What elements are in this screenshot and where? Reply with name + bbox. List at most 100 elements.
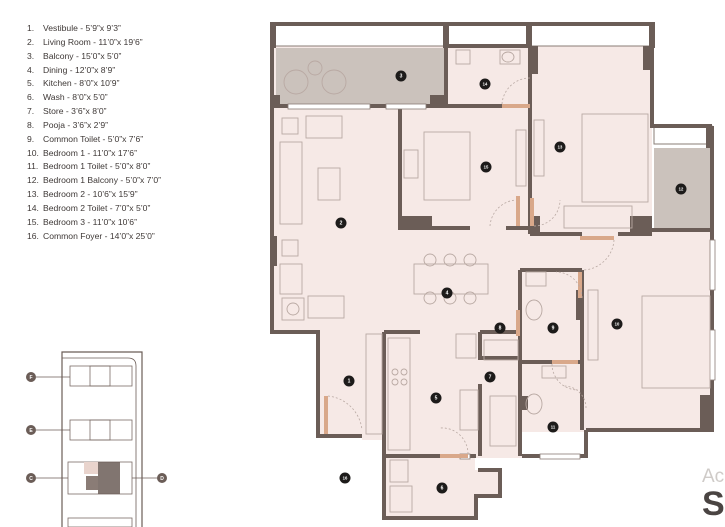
- doors: [324, 104, 614, 458]
- svg-text:15: 15: [484, 165, 489, 170]
- room-legend: 1. Vestibule - 5’9”x 9’3” 2.Living Room - …: [27, 22, 161, 244]
- legend-item: 16. Common Foyer - 14’0”x 25’0”: [27, 230, 161, 244]
- room-marker: 4: [441, 287, 453, 299]
- room-marker: 2: [335, 217, 347, 229]
- svg-text:9: 9: [552, 326, 555, 332]
- legend-item-label: Balcony - 15’0”x 5’0”: [43, 50, 122, 61]
- windows: [287, 103, 716, 460]
- legend-item: 10. Bedroom 1 - 11’0”x 17’6”: [27, 147, 161, 161]
- svg-text:12: 12: [679, 187, 684, 192]
- legend-item: 7. Store - 3’6”x 8’0”: [27, 105, 161, 119]
- key-plan-marker: E: [26, 425, 36, 435]
- legend-item-number: 7.: [27, 106, 35, 117]
- legend-item-number: 10.: [27, 147, 39, 158]
- key-plan-marker: F: [26, 372, 36, 382]
- legend-item-number: 13.: [27, 189, 39, 200]
- legend-item-label: Wash - 8’0”x 5’0”: [43, 92, 108, 103]
- legend-item: 9. Common Toilet - 5’0”x 7’6”: [27, 133, 161, 147]
- legend-item-label: Bedroom 2 Toilet - 7’0”x 5’0”: [43, 202, 151, 213]
- room-marker: 11: [547, 421, 559, 433]
- corner-big-text: S: [702, 485, 725, 523]
- legend-item-number: 3.: [27, 50, 35, 61]
- room-marker: 13: [554, 141, 566, 153]
- svg-text:1: 1: [348, 379, 351, 385]
- legend-item: 14. Bedroom 2 Toilet - 7’0”x 5’0”: [27, 202, 161, 216]
- svg-text:14: 14: [483, 82, 488, 87]
- svg-text:10: 10: [615, 322, 620, 327]
- svg-text:13: 13: [558, 145, 563, 150]
- room-marker: 12: [675, 183, 687, 195]
- legend-item-number: 1.: [27, 23, 35, 33]
- legend-item-number: 12.: [27, 175, 39, 186]
- room-marker: 5: [430, 392, 442, 404]
- legend-item-number: 5.: [27, 78, 35, 89]
- room-marker: 3: [395, 70, 407, 82]
- room-marker: 6: [436, 482, 448, 494]
- legend-item-label: Bedroom 3 - 11’0”x 10’6”: [43, 216, 137, 227]
- door-swings: [327, 77, 615, 455]
- svg-text:8: 8: [499, 326, 502, 332]
- legend-item: 6. Wash - 8’0”x 5’0”: [27, 91, 161, 105]
- svg-text:2: 2: [340, 221, 343, 227]
- svg-text:4: 4: [446, 291, 449, 297]
- top-strip: [271, 23, 653, 47]
- legend-item-number: 9.: [27, 133, 35, 144]
- svg-text:16: 16: [343, 476, 348, 481]
- room-marker: 9: [547, 322, 559, 334]
- legend-item-number: 8.: [27, 119, 35, 130]
- room-marker: 14: [479, 78, 491, 90]
- room-marker: 10: [611, 318, 623, 330]
- legend-item-number: 14.: [27, 202, 39, 213]
- legend-item-label: Bedroom 1 Balcony - 5’0”x 7’0”: [43, 175, 161, 186]
- key-plan: [36, 351, 158, 527]
- key-plan-markers: F E C D: [26, 372, 167, 483]
- legend-item: 5.Kitchen - 8’0”x 10’9”: [27, 77, 161, 91]
- room-marker: 16: [339, 472, 351, 484]
- room-marker: 1: [343, 375, 355, 387]
- room-marker: 8: [494, 322, 506, 334]
- legend-item: 1. Vestibule - 5’9”x 9’3”: [27, 22, 161, 36]
- legend-item-label: Common Foyer - 14’0”x 25’0”: [43, 230, 155, 241]
- svg-text:C: C: [29, 476, 33, 482]
- svg-text:F: F: [29, 375, 32, 381]
- legend-item: 13. Bedroom 2 - 10’6”x 15’9”: [27, 188, 161, 202]
- legend-item-number: 2.: [27, 36, 35, 47]
- legend-item-number: 15.: [27, 216, 39, 227]
- corner-small-text: Ac: [702, 466, 725, 487]
- legend-item: 11.Bedroom 1 Toilet - 5’0”x 8’0”: [27, 160, 161, 174]
- legend-item: 8. Pooja - 3’6”x 2’9”: [27, 119, 161, 133]
- key-plan-marker: C: [26, 473, 36, 483]
- svg-text:7: 7: [489, 375, 492, 381]
- balcony-3: [276, 48, 444, 105]
- balcony-12-band: [653, 125, 713, 145]
- room-marker: 15: [480, 161, 492, 173]
- legend-item-label: Bedroom 1 - 11’0”x 17’6”: [43, 147, 137, 158]
- svg-text:D: D: [160, 476, 164, 482]
- legend-item-label: Bedroom 2 - 10’6”x 15’9”: [43, 189, 138, 200]
- wall-blocks: [270, 22, 712, 429]
- legend-item-label: Common Toilet - 5’0”x 7’6”: [43, 133, 144, 144]
- legend-item-label: Vestibule - 5’9”x 9’3”: [43, 23, 121, 33]
- legend-item-label: Dining - 12’0”x 8’9”: [43, 64, 116, 75]
- legend-item-label: Pooja - 3’6”x 2’9”: [43, 119, 108, 130]
- room-marker: 7: [484, 371, 496, 383]
- key-plan-marker: D: [157, 473, 167, 483]
- legend-item-number: 16.: [27, 230, 39, 241]
- furniture: [279, 49, 711, 513]
- svg-text:3: 3: [400, 74, 403, 80]
- svg-text:11: 11: [551, 425, 556, 430]
- svg-text:6: 6: [441, 486, 444, 492]
- legend-item: 4. Dining - 12’0”x 8’9”: [27, 64, 161, 78]
- legend-item-label: Bedroom 1 Toilet - 5’0”x 8’0”: [43, 161, 151, 172]
- legend-item: 2.Living Room - 11’0”x 19’6”: [27, 36, 161, 50]
- legend-item: 15. Bedroom 3 - 11’0”x 10’6”: [27, 216, 161, 230]
- svg-text:5: 5: [435, 396, 438, 402]
- legend-item-number: 6.: [27, 92, 35, 103]
- legend-item-label: Store - 3’6”x 8’0”: [43, 106, 107, 117]
- svg-text:E: E: [29, 428, 33, 434]
- legend-item: 3. Balcony - 15’0”x 5’0”: [27, 50, 161, 64]
- legend-item: 12. Bedroom 1 Balcony - 5’0”x 7’0”: [27, 174, 161, 188]
- legend-item-number: 4.: [27, 64, 35, 75]
